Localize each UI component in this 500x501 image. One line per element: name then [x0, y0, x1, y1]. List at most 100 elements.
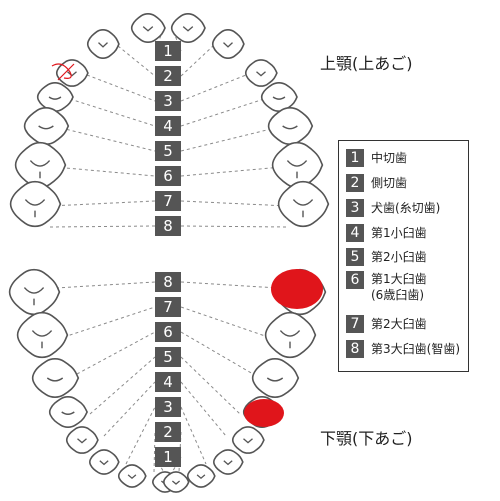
tooth-number-label: 1: [163, 42, 173, 60]
legend-number: 4: [346, 224, 364, 242]
upper-tooth-number: 3: [155, 91, 181, 111]
lower-left-tooth: [31, 357, 80, 399]
lower-incisor-tooth: [163, 471, 190, 493]
upper-tooth-number: 1: [155, 41, 181, 61]
mark-scribble: [51, 63, 75, 81]
legend-label: 第1大臼歯: [371, 272, 427, 286]
connector-line: [86, 74, 156, 102]
legend-number: 3: [346, 199, 364, 217]
connector-line: [153, 431, 156, 473]
tooth-number-column: 1 2 3 4 5 6 7 8 8 7 6 5 4 3 2 1: [155, 41, 181, 467]
lower-jaw-title: 下顎(下あご): [320, 429, 413, 448]
lower-tooth-number: 8: [155, 272, 181, 292]
lower-left-tooth: [65, 426, 99, 454]
legend-label-group: 第1大臼歯 (6歳臼歯): [371, 271, 427, 303]
connector-line: [49, 200, 156, 207]
connector-line: [180, 331, 254, 375]
lower-left-tooth: [16, 311, 69, 359]
upper-tooth-number: 7: [155, 191, 181, 211]
connector-line: [54, 166, 156, 177]
legend-item: 5 第2小臼歯: [346, 248, 427, 268]
upper-jaw-title: 上顎(上あご): [320, 54, 413, 73]
legend-item: 4 第1小臼歯: [346, 224, 427, 244]
tooth-number-label: 7: [163, 298, 173, 316]
connector-line: [103, 381, 156, 437]
tooth-number-label: 2: [163, 423, 173, 441]
connector-line: [180, 74, 247, 102]
upper-left-tooth: [36, 81, 74, 113]
legend-item: 3 犬歯(糸切歯): [346, 199, 440, 219]
upper-right-tooth: [260, 81, 298, 113]
legend-item: 7 第2大臼歯: [346, 315, 427, 335]
connector-line: [180, 406, 207, 465]
legend-label: 犬歯(糸切歯): [371, 201, 441, 215]
legend-label: 中切歯: [371, 151, 408, 165]
tooth-number-label: 1: [163, 448, 173, 466]
tooth-number-label: 5: [163, 348, 173, 366]
legend-number: 7: [346, 315, 364, 333]
connector-line: [180, 200, 289, 207]
upper-left-tooth: [23, 106, 70, 146]
connector-line: [55, 281, 156, 289]
tooth-number-label: 2: [163, 67, 173, 85]
lower-tooth-number: 7: [155, 297, 181, 317]
legend-note: (6歳臼歯): [371, 288, 424, 302]
lower-left-tooth: [8, 268, 61, 316]
tooth-number-label: 4: [163, 117, 173, 135]
upper-right-tooth: [267, 106, 314, 146]
legend-item: 1 中切歯: [346, 149, 407, 169]
lower-right-tooth: [251, 357, 300, 399]
lower-tooth-number: 2: [155, 422, 181, 442]
lower-right-tooth: [231, 426, 265, 454]
lower-left-tooth: [48, 395, 88, 429]
lower-tooth-number: 1: [155, 447, 181, 467]
tooth-number-label: 8: [163, 217, 173, 235]
legend-item: 8 第3大臼歯(智歯): [346, 340, 460, 360]
legend-number: 5: [346, 248, 364, 266]
upper-right-tooth: [277, 180, 330, 228]
lower-tooth-number: 5: [155, 347, 181, 367]
tooth-number-label: 4: [163, 373, 173, 391]
connector-line: [125, 406, 156, 465]
highlight-lower-right-third-molar: [271, 269, 323, 309]
lower-tooth-number: 6: [155, 322, 181, 342]
upper-tooth-number: 2: [155, 66, 181, 86]
tooth-number-label: 6: [163, 323, 173, 341]
connector-line: [180, 45, 214, 77]
upper-left-tooth: [14, 141, 67, 189]
upper-left-tooth: [86, 28, 120, 60]
connector-line: [60, 127, 156, 152]
upper-left-tooth: [130, 12, 166, 44]
upper-tooth-number: 8: [155, 216, 181, 236]
upper-right-tooth: [244, 59, 278, 87]
tooth-number-label: 8: [163, 273, 173, 291]
legend-label: 側切歯: [371, 176, 408, 190]
upper-right-tooth: [211, 28, 245, 60]
legend-label: 第2小臼歯: [371, 250, 427, 264]
connector-line: [180, 98, 265, 127]
legend-number: 1: [346, 149, 364, 167]
highlight-lower-right-premolar: [244, 399, 284, 427]
upper-right-tooth: [170, 12, 206, 44]
tooth-number-label: 6: [163, 167, 173, 185]
connector-line: [69, 98, 156, 127]
lower-left-tooth: [89, 449, 120, 475]
connector-line: [117, 45, 156, 77]
tooth-number-label: 5: [163, 142, 173, 160]
lower-right-tooth: [186, 464, 216, 488]
connector-line: [180, 166, 283, 177]
teeth-group: [8, 12, 330, 493]
upper-left-tooth: [9, 180, 62, 228]
lower-tooth-number: 3: [155, 397, 181, 417]
connector-line: [63, 306, 156, 338]
tooth-number-label: 3: [163, 92, 173, 110]
legend-item: 6 第1大臼歯 (6歳臼歯): [346, 271, 427, 307]
lower-tooth-number: 4: [155, 372, 181, 392]
tooth-number-label: 7: [163, 192, 173, 210]
upper-tooth-number: 6: [155, 166, 181, 186]
connector-line: [180, 356, 241, 415]
connector-line: [180, 381, 227, 437]
upper-right-tooth: [271, 141, 324, 189]
tooth-number-label: 3: [163, 398, 173, 416]
